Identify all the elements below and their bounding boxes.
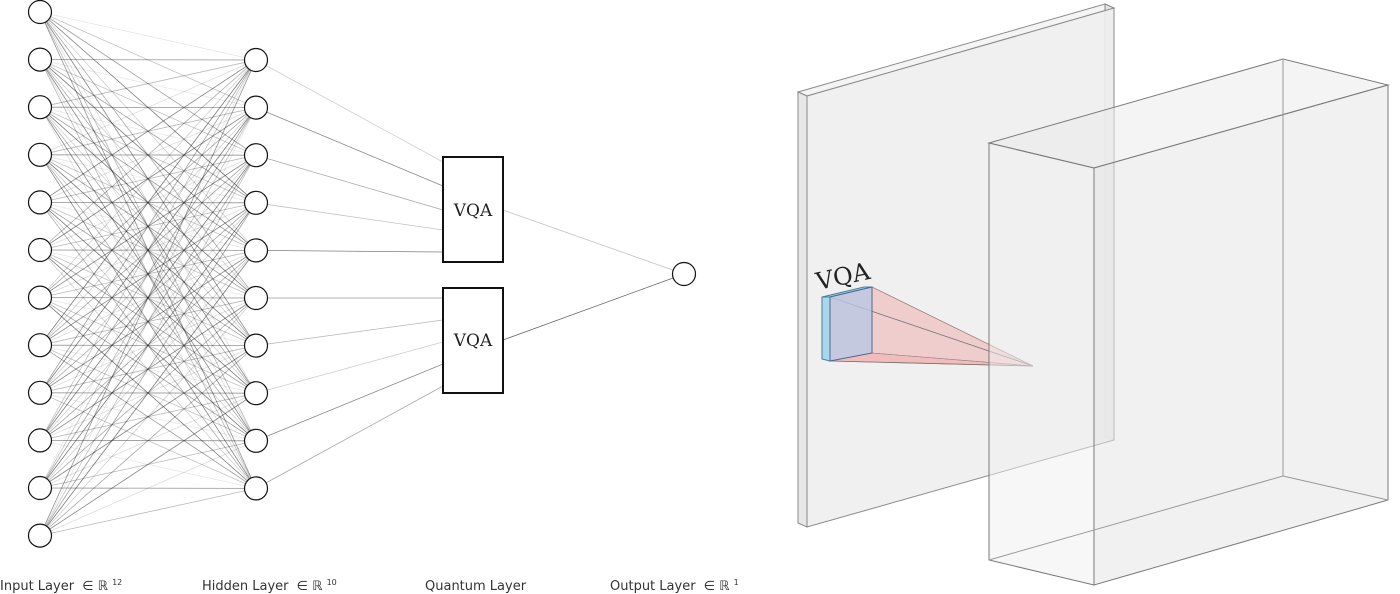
- vqa-block-3d: VQA: [812, 257, 873, 362]
- input-node: [27, 0, 53, 25]
- hidden-node: [243, 381, 269, 406]
- connection-edge: [39, 345, 257, 536]
- connection-edge: [39, 392, 257, 489]
- connection-edge: [39, 154, 257, 441]
- connection-edge: [39, 488, 257, 536]
- hidden-quantum-connections: [255, 59, 444, 489]
- connection-edge: [39, 107, 257, 536]
- connection-edge: [255, 107, 444, 187]
- connection-edge: [39, 59, 257, 251]
- connection-edge: [39, 297, 257, 441]
- quantum-layer-label: Quantum Layer: [425, 579, 527, 594]
- connection-edge: [39, 107, 257, 489]
- input-node: [27, 190, 53, 215]
- hidden-node: [243, 47, 269, 73]
- connection-edge: [39, 297, 257, 536]
- connection-edge: [255, 250, 444, 253]
- hidden-node: [243, 428, 269, 453]
- input-node: [27, 475, 53, 501]
- hidden-node: [243, 476, 269, 501]
- connection-edge: [255, 319, 444, 346]
- connection-edge: [39, 59, 257, 108]
- vqa-block-bottom: VQA: [442, 287, 504, 394]
- hidden-node: [243, 333, 269, 358]
- connection-edge: [255, 341, 444, 394]
- input-node: [27, 237, 53, 263]
- connection-edge: [39, 202, 257, 441]
- connection-edge: [255, 202, 444, 231]
- connection-edge: [39, 11, 257, 204]
- connection-edge: [39, 154, 257, 489]
- connection-edge: [502, 209, 685, 275]
- hidden-node: [243, 95, 269, 120]
- input-node: [27, 523, 53, 548]
- connection-edge: [39, 345, 257, 489]
- connection-edge: [39, 107, 257, 346]
- input-node: [27, 380, 53, 405]
- quantum-output-connections: [502, 209, 685, 341]
- connection-edge: [39, 440, 257, 536]
- connection-edge: [39, 250, 257, 536]
- input-node: [27, 142, 53, 167]
- 3d-layer-view: VQA: [796, 3, 1390, 586]
- connection-edge: [39, 154, 257, 394]
- connection-edge: [255, 59, 444, 163]
- connection-edge: [39, 59, 257, 156]
- connection-edge: [39, 11, 257, 108]
- connection-edge: [39, 250, 257, 394]
- connection-edge: [39, 392, 257, 536]
- connection-edge: [255, 154, 444, 211]
- connection-edge: [39, 202, 257, 489]
- connection-edge: [39, 107, 257, 251]
- connection-edge: [39, 59, 257, 156]
- connection-edge: [39, 107, 257, 203]
- connection-edge: [39, 155, 257, 536]
- connection-edge: [39, 59, 257, 441]
- connection-edge: [39, 250, 257, 489]
- hidden-layer-label: Hidden Layer ∈ ℝ 10: [202, 578, 337, 594]
- connection-edge: [255, 363, 444, 442]
- input-node: [27, 95, 53, 120]
- input-layer-nodes: [27, 0, 53, 548]
- connection-edge: [39, 154, 257, 298]
- quantum-layer-blocks: VQA VQA: [442, 156, 504, 394]
- connection-edge: [39, 59, 257, 489]
- connection-edge: [39, 202, 257, 346]
- connection-edge: [39, 59, 257, 251]
- connection-edge: [39, 107, 257, 441]
- connection-edge: [39, 107, 257, 394]
- vqa-block-top: VQA: [442, 156, 504, 263]
- input-layer-label: Input Layer ∈ ℝ 12: [0, 578, 122, 594]
- hidden-node: [243, 285, 269, 311]
- hidden-volume-3d: [987, 58, 1390, 586]
- connection-edge: [39, 59, 257, 394]
- connection-edge: [502, 273, 685, 341]
- input-node: [27, 333, 53, 358]
- connection-edge: [39, 202, 257, 536]
- vqa-block-bottom-label: VQA: [453, 331, 493, 351]
- input-node: [27, 285, 53, 310]
- output-layer-label: Output Layer ∈ ℝ 1: [610, 578, 739, 594]
- neural-network-diagram: VQA VQA Input Layer ∈ ℝ 12 Hidden Layer …: [0, 0, 739, 594]
- vqa-block-top-label: VQA: [453, 201, 493, 221]
- connection-edge: [39, 11, 257, 61]
- connection-edge: [39, 392, 257, 489]
- connection-edge: [39, 59, 257, 298]
- output-node: [671, 261, 697, 287]
- input-hidden-connections: [39, 11, 257, 536]
- connection-edge: [39, 59, 257, 536]
- connection-edge: [39, 106, 257, 204]
- connection-edge: [39, 59, 257, 108]
- connection-edge: [255, 385, 444, 489]
- connection-edge: [39, 59, 257, 203]
- input-node: [27, 428, 53, 453]
- hidden-node: [243, 190, 269, 215]
- input-node: [27, 47, 53, 72]
- hidden-node: [243, 143, 269, 168]
- connection-edge: [39, 59, 257, 346]
- hidden-node: [243, 238, 269, 263]
- output-layer-nodes: [671, 261, 697, 287]
- hidden-layer-nodes: [243, 47, 269, 501]
